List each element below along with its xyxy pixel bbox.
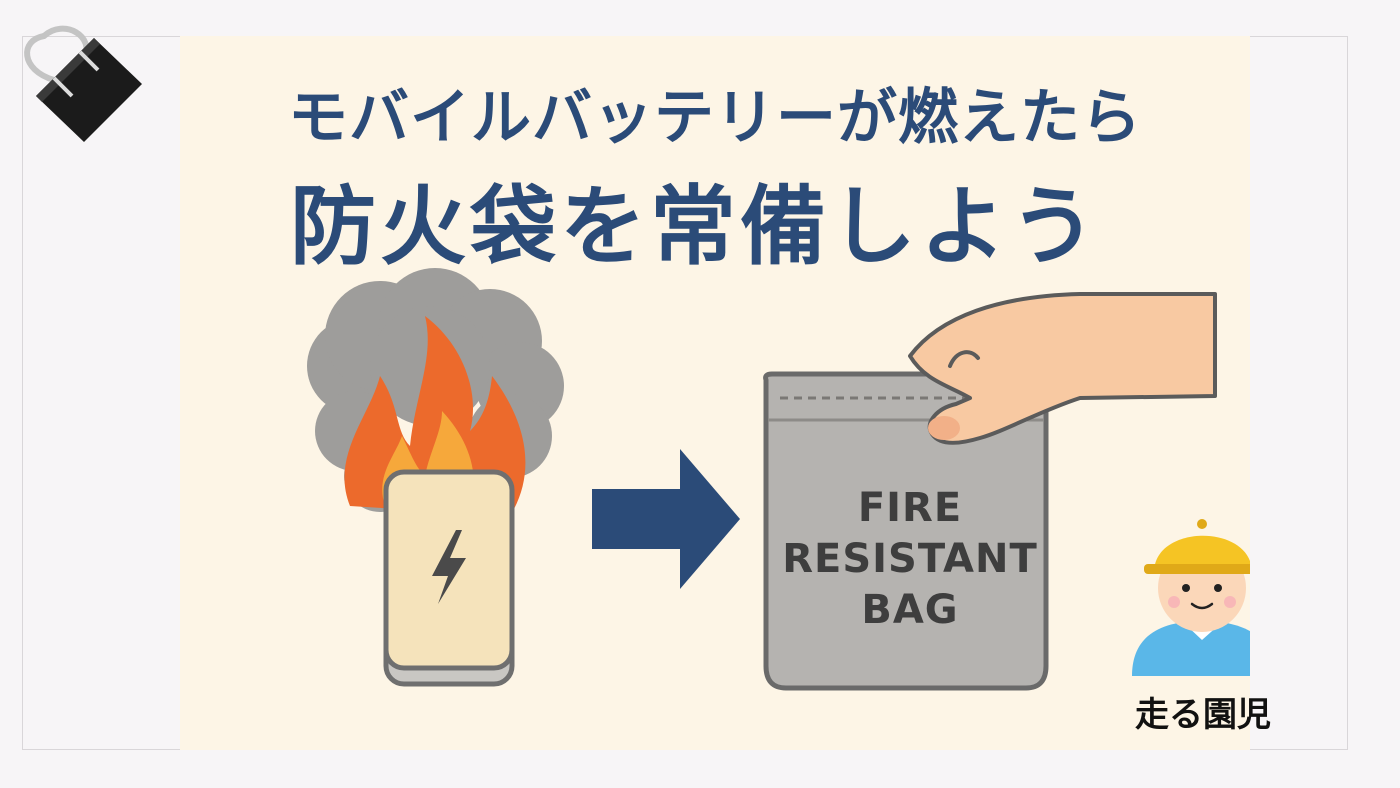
thumbnail-card: モバイルバッテリーが燃えたら 防火袋を常備しよう (180, 36, 1271, 750)
hand-icon (908, 292, 1217, 445)
author-name: 走る園児 (1135, 695, 1271, 735)
lightning-bolt-icon (432, 530, 466, 604)
headline-line-2: 防火袋を常備しよう (290, 177, 1100, 277)
illustration (307, 268, 1250, 691)
headline-line-1: モバイルバッテリーが燃えたら (288, 83, 1142, 153)
bag-label: FIRE RESISTANT BAG (780, 483, 1040, 636)
child-mascot-icon (1132, 519, 1250, 676)
bag-label-line-2: RESISTANT (782, 536, 1038, 582)
bag-label-line-3: BAG (861, 587, 959, 633)
binder-clip-icon (24, 25, 142, 142)
bag-label-line-1: FIRE (857, 485, 963, 531)
right-arrow-icon (592, 449, 740, 589)
battery-icon (383, 469, 515, 687)
